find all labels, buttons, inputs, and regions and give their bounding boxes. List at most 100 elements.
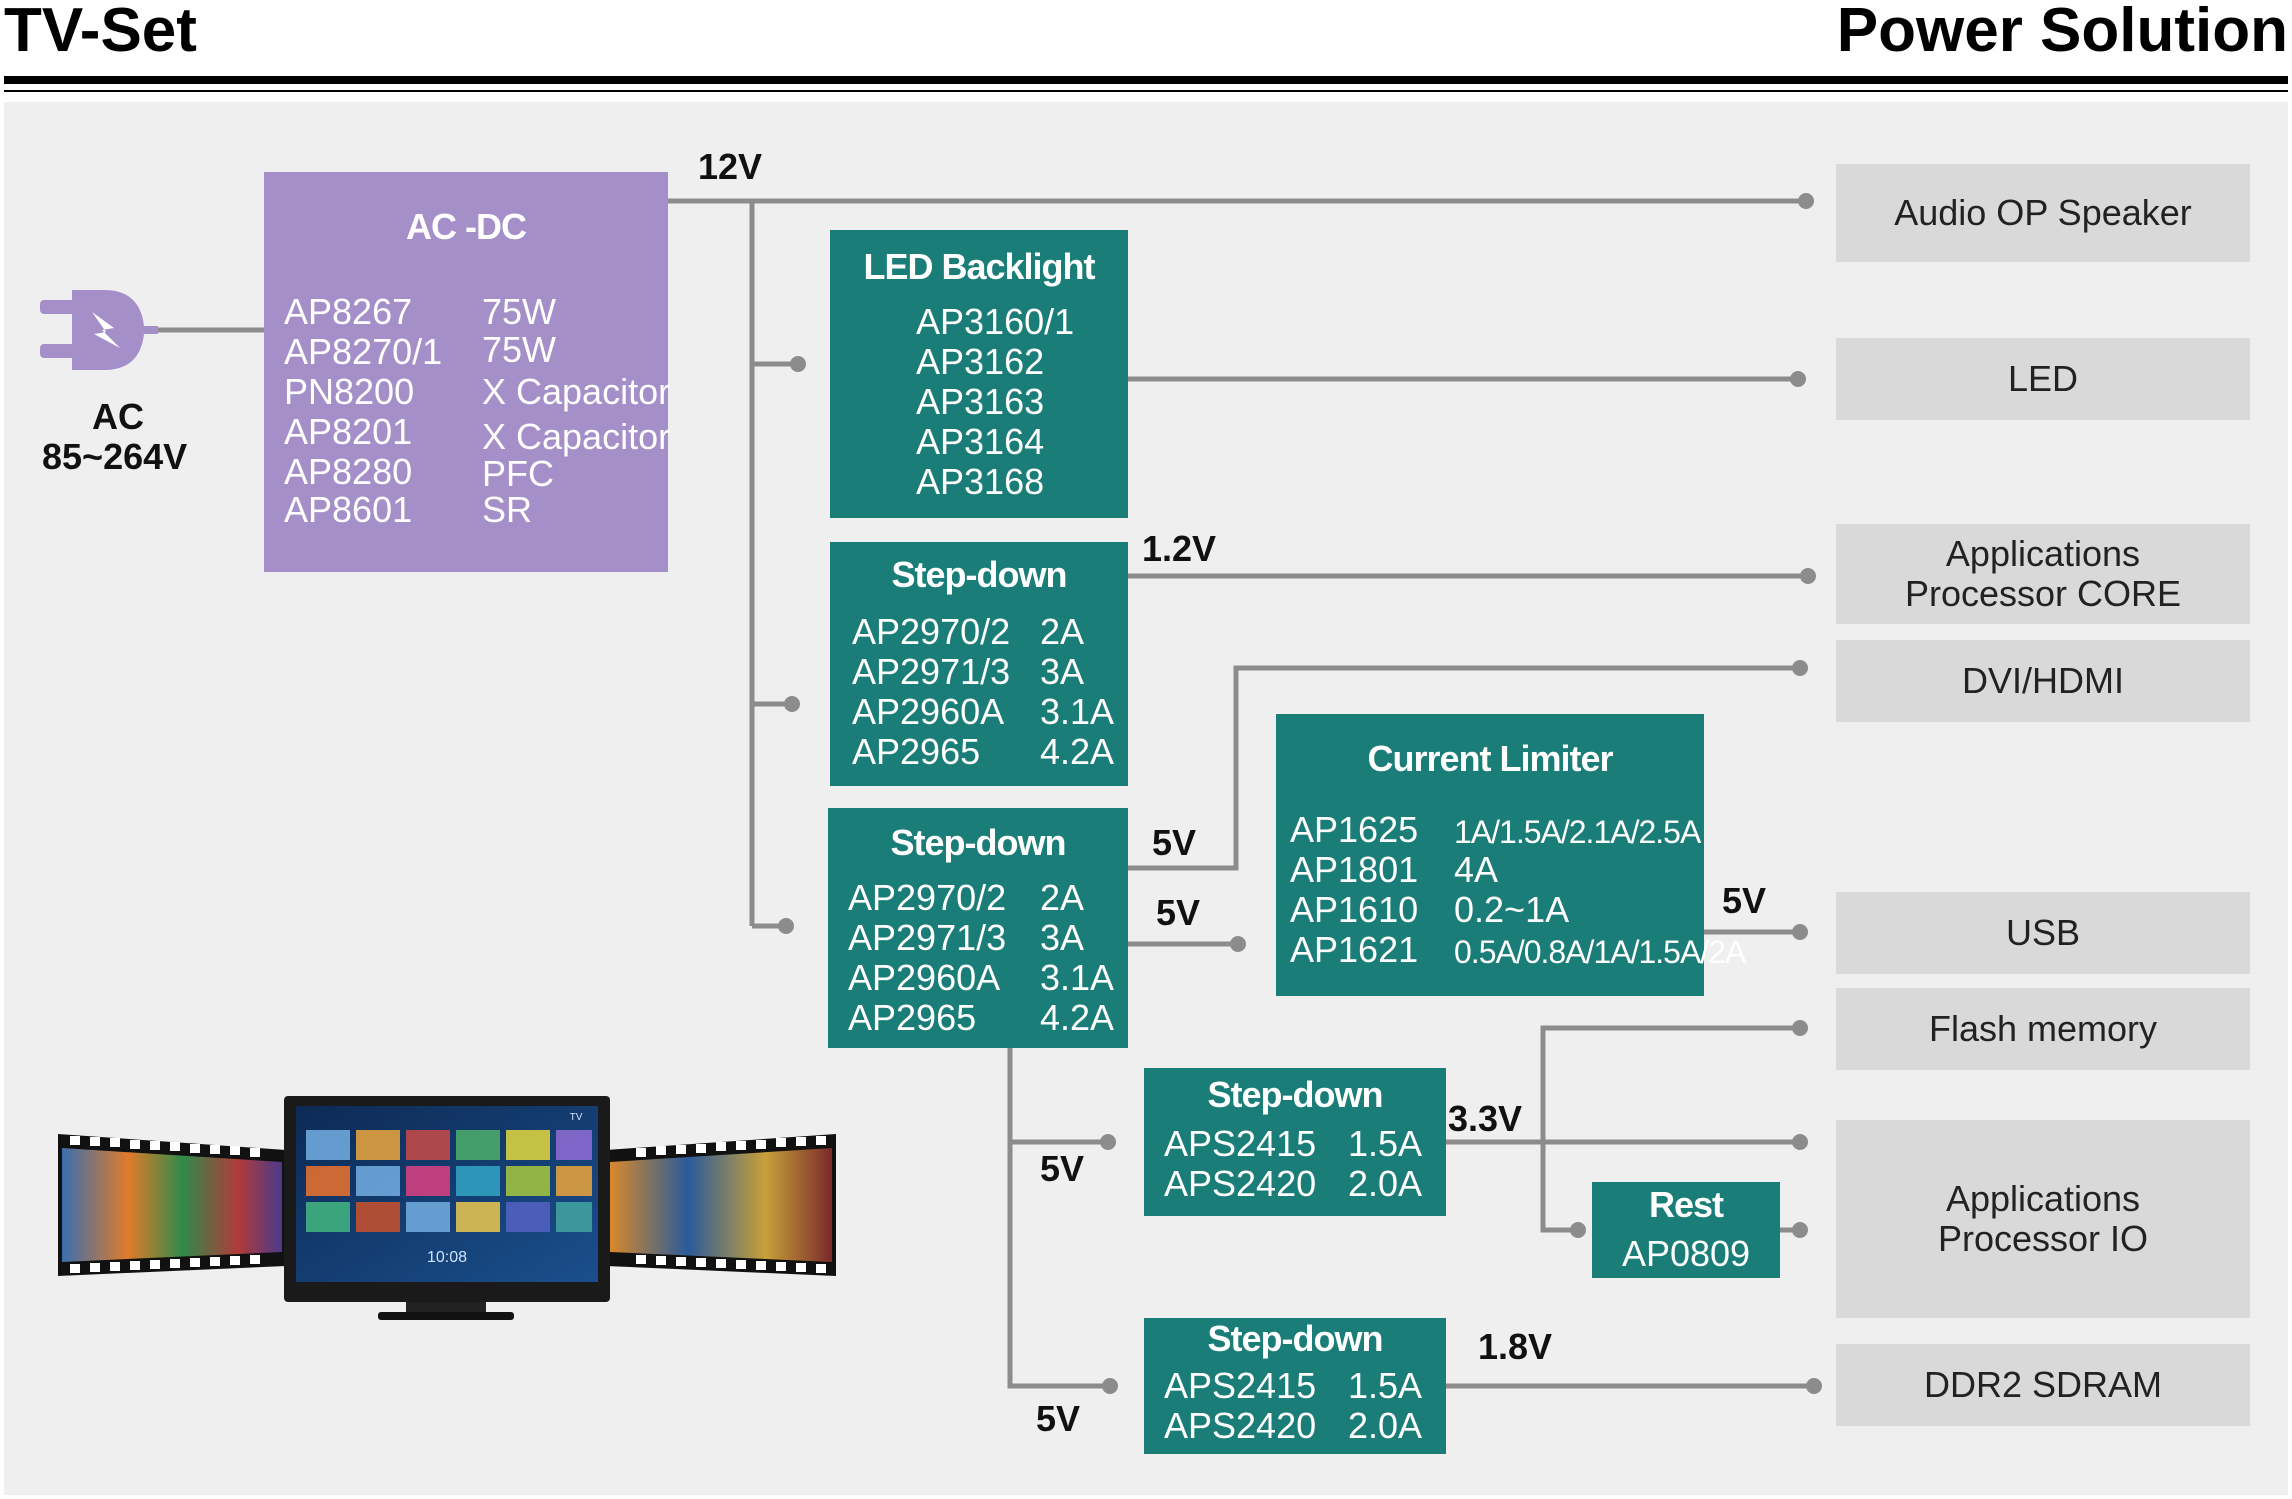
- film-strip-left-icon: [58, 1134, 286, 1276]
- load-dvi-hdmi: DVI/HDMI: [1836, 640, 2250, 722]
- reset-title: Rest: [1648, 1184, 1724, 1225]
- stepdown-3-spec: 2.0A: [1348, 1163, 1423, 1204]
- load-ddr2-sdram: DDR2 SDRAM: [1836, 1344, 2250, 1426]
- load-audio-op-speaker: Audio OP Speaker: [1836, 164, 2250, 262]
- voltage-1-8v: 1.8V: [1478, 1326, 1553, 1367]
- stepdown-4-block: Step-down APS2415 1.5A APS2420 2.0A: [1144, 1318, 1446, 1454]
- stepdown-3-part: APS2415: [1164, 1123, 1317, 1164]
- led-backlight-part: AP3168: [916, 461, 1045, 502]
- load-flash-memory: Flash memory: [1836, 988, 2250, 1070]
- current-limiter-block: Current Limiter AP1625 1A/1.5A/2.1A/2.5A…: [1276, 714, 1746, 996]
- stepdown-2-spec: 2A: [1040, 877, 1085, 918]
- load-label: Audio OP Speaker: [1894, 192, 2192, 233]
- load-usb: USB: [1836, 892, 2250, 974]
- voltage-1-2v: 1.2V: [1142, 528, 1217, 569]
- acdc-spec: PFC: [482, 453, 554, 494]
- acdc-spec: 75W: [482, 291, 557, 332]
- reset-block: Rest AP0809: [1592, 1182, 1780, 1278]
- acdc-part: AP8280: [284, 451, 413, 492]
- voltage-5v-dvi: 5V: [1152, 822, 1197, 863]
- stepdown-1-title: Step-down: [891, 554, 1068, 595]
- stepdown-1-spec: 2A: [1040, 611, 1085, 652]
- ac-label: AC: [92, 396, 144, 437]
- voltage-5v-stepdown3: 5V: [1040, 1148, 1085, 1189]
- film-strip-right-icon: [606, 1134, 836, 1276]
- stepdown-2-part: AP2960A: [848, 957, 1001, 998]
- stepdown-4-part: APS2415: [1164, 1365, 1317, 1406]
- tv-illustration: 10:08 TV: [58, 1096, 836, 1320]
- stepdown-2-part: AP2965: [848, 997, 977, 1038]
- reset-part: AP0809: [1621, 1233, 1751, 1274]
- led-backlight-part: AP3163: [916, 381, 1045, 422]
- voltage-12v: 12V: [698, 146, 763, 187]
- load-label: DVI/HDMI: [1962, 660, 2124, 701]
- stepdown-1-part: AP2960A: [852, 691, 1005, 732]
- led-backlight-block: LED Backlight AP3160/1 AP3162 AP3163 AP3…: [830, 230, 1128, 518]
- stepdown-2-spec: 3A: [1040, 917, 1085, 958]
- stepdown-1-part: AP2971/3: [852, 651, 1011, 692]
- power-plug-icon: [40, 290, 158, 370]
- load-label: Applications Processor CORE: [1904, 533, 2182, 614]
- load-label: Applications Processor IO: [1937, 1178, 2149, 1259]
- acdc-spec: SR: [482, 489, 533, 530]
- acdc-spec: X Capacitor: [482, 371, 671, 412]
- acdc-block: AC -DC AP8267 75W AP8270/1 75W PN8200 X …: [264, 172, 671, 572]
- led-backlight-part: AP3160/1: [916, 301, 1075, 342]
- led-backlight-title: LED Backlight: [863, 246, 1095, 287]
- load-applications-processor-io: Applications Processor IO: [1836, 1120, 2250, 1318]
- voltage-5v-usb: 5V: [1722, 880, 1767, 921]
- current-limiter-part: AP1625: [1290, 809, 1419, 850]
- voltage-5v-stepdown4: 5V: [1036, 1398, 1081, 1439]
- acdc-spec: X Capacitor: [482, 416, 671, 457]
- voltage-3-3v: 3.3V: [1448, 1098, 1523, 1139]
- load-label: Flash memory: [1928, 1008, 2158, 1049]
- stepdown-3-block: Step-down APS2415 1.5A APS2420 2.0A: [1144, 1068, 1446, 1216]
- stepdown-4-part: APS2420: [1164, 1405, 1317, 1446]
- stepdown-2-part: AP2970/2: [848, 877, 1007, 918]
- current-limiter-part: AP1801: [1290, 849, 1419, 890]
- stepdown-4-spec: 1.5A: [1348, 1365, 1423, 1406]
- tv-clock: 10:08: [427, 1249, 467, 1266]
- voltage-5v-limiter: 5V: [1156, 892, 1201, 933]
- acdc-part: AP8601: [284, 489, 413, 530]
- page-title: TV-Set: [4, 0, 197, 65]
- load-label: DDR2 SDRAM: [1923, 1364, 2163, 1405]
- stepdown-4-title: Step-down: [1207, 1318, 1384, 1359]
- header-rule-thin: [4, 90, 2288, 92]
- stepdown-1-spec: 3A: [1040, 651, 1085, 692]
- acdc-part: AP8201: [284, 411, 413, 452]
- current-limiter-part: AP1610: [1290, 889, 1419, 930]
- acdc-part: AP8270/1: [284, 331, 443, 372]
- stepdown-2-spec: 3.1A: [1040, 957, 1115, 998]
- led-backlight-part: AP3162: [916, 341, 1045, 382]
- ac-range-label: 85~264V: [42, 436, 188, 477]
- current-limiter-title: Current Limiter: [1367, 738, 1613, 779]
- stepdown-2-part: AP2971/3: [848, 917, 1007, 958]
- stepdown-1-part: AP2965: [852, 731, 981, 772]
- stepdown-1-spec: 3.1A: [1040, 691, 1115, 732]
- current-limiter-spec: 4A: [1454, 849, 1499, 890]
- led-backlight-part: AP3164: [916, 421, 1045, 462]
- load-led: LED: [1836, 338, 2250, 420]
- stepdown-1-spec: 4.2A: [1040, 731, 1115, 772]
- stepdown-1-part: AP2970/2: [852, 611, 1011, 652]
- stepdown-2-title: Step-down: [890, 822, 1067, 863]
- current-limiter-spec: 0.2~1A: [1454, 889, 1570, 930]
- page-subtitle: Power Solution: [1836, 0, 2288, 65]
- stepdown-3-title: Step-down: [1207, 1074, 1384, 1115]
- stepdown-1-block: Step-down AP2970/2 2A AP2971/3 3A AP2960…: [830, 542, 1128, 786]
- stepdown-3-part: APS2420: [1164, 1163, 1317, 1204]
- acdc-spec: 75W: [482, 329, 557, 370]
- stepdown-2-block: Step-down AP2970/2 2A AP2971/3 3A AP2960…: [828, 808, 1128, 1048]
- acdc-part: PN8200: [284, 371, 415, 412]
- load-label: LED: [2007, 358, 2079, 399]
- stepdown-2-spec: 4.2A: [1040, 997, 1115, 1038]
- stepdown-3-spec: 1.5A: [1348, 1123, 1423, 1164]
- tv-monitor-icon: [284, 1096, 610, 1320]
- stepdown-4-spec: 2.0A: [1348, 1405, 1423, 1446]
- current-limiter-part: AP1621: [1290, 929, 1419, 970]
- tv-brand-mark: TV: [570, 1112, 583, 1123]
- current-limiter-spec: 1A/1.5A/2.1A/2.5A: [1454, 814, 1701, 850]
- load-applications-processor-core: Applications Processor CORE: [1836, 524, 2250, 624]
